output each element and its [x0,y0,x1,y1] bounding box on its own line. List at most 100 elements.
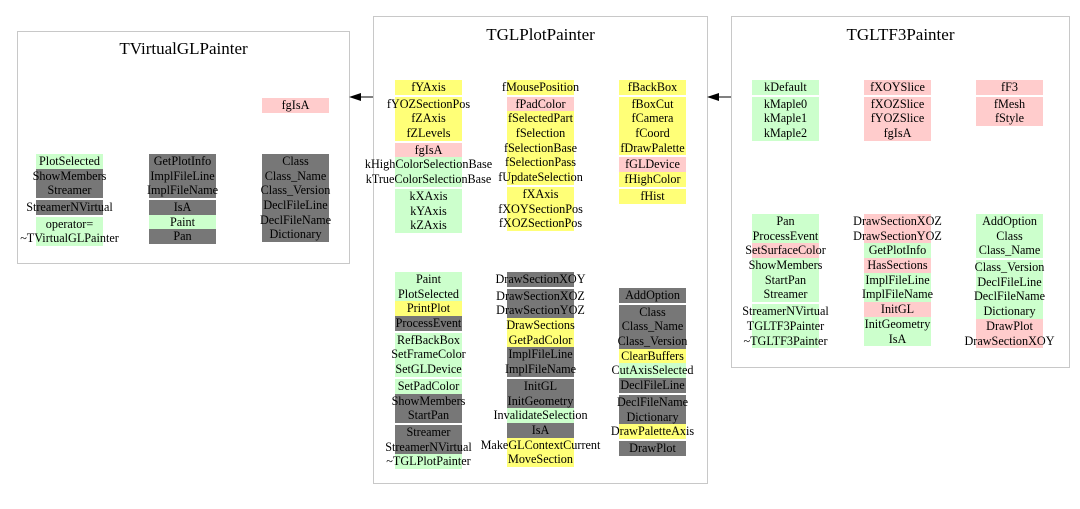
member-item[interactable]: Streamer [36,183,103,199]
member-item[interactable]: ImplFileName [147,183,218,199]
member-item[interactable]: Class_Name [619,319,686,335]
member-item[interactable]: ShowMembers [33,168,106,184]
member-item[interactable]: SetPadColor [395,378,462,394]
member-item[interactable]: fGLDevice [619,157,686,173]
member-item[interactable]: DrawSectionXOZ [496,288,585,304]
member-item[interactable]: Paint [395,272,462,287]
member-item[interactable]: kMaple0 [752,96,819,112]
member-item[interactable]: MakeGLContextCurrent [481,437,600,453]
member-item[interactable]: fSelectionPass [505,155,576,171]
member-item[interactable]: StreamerNVirtual [26,200,113,215]
member-item[interactable]: Streamer [395,424,462,440]
member-item[interactable]: GetPlotInfo [149,154,216,169]
member-item[interactable]: HasSections [864,258,931,273]
member-item[interactable]: PlotSelected [36,154,103,169]
member-item[interactable]: Class [262,154,329,169]
member-item[interactable]: ImplFileLine [149,168,216,184]
member-item[interactable]: kDefault [752,80,819,95]
member-item[interactable]: Streamer [752,287,819,303]
member-item[interactable]: ClearBuffers [619,348,686,364]
member-item[interactable]: Class_Version [261,183,330,199]
member-item[interactable]: fHighColor [619,172,686,187]
member-item[interactable]: fZLevels [395,126,462,141]
member-item[interactable]: SetSurfaceColor [745,243,826,259]
member-item[interactable]: fMesh [976,96,1043,112]
member-item[interactable]: fZAxis [395,111,462,127]
member-item[interactable]: CutAxisSelected [612,363,693,379]
member-item[interactable]: IsA [149,200,216,215]
member-item[interactable]: TGLTF3Painter [747,318,824,334]
member-item[interactable]: GetPadColor [507,332,574,348]
member-item[interactable]: AddOption [976,214,1043,229]
member-item[interactable]: ~TVirtualGLPainter [20,231,119,247]
member-item[interactable]: AddOption [619,288,686,303]
member-item[interactable]: fCamera [619,111,686,127]
member-item[interactable]: InvalidateSelection [493,408,588,423]
member-item[interactable]: PlotSelected [395,286,462,302]
member-item[interactable]: fUpdateSelection [498,170,583,185]
member-item[interactable]: DrawPlot [976,318,1043,334]
member-item[interactable]: fgIsA [262,98,329,113]
member-item[interactable]: DrawPaletteAxis [611,424,694,439]
member-item[interactable]: DeclFileLine [262,198,329,213]
member-item[interactable]: ShowMembers [749,258,822,273]
member-item[interactable]: StartPan [752,272,819,288]
member-item[interactable]: Dictionary [619,409,686,425]
member-item[interactable]: fXAxis [507,186,574,202]
member-item[interactable]: SetFrameColor [391,347,466,363]
member-item[interactable]: InitGeometry [507,393,574,409]
member-item[interactable]: ImplFileName [862,287,933,303]
member-item[interactable]: fXOZSectionPos [499,216,582,231]
member-item[interactable]: DrawSectionXOY [964,333,1055,349]
member-item[interactable]: Pan [149,229,216,245]
member-item[interactable]: Paint [149,214,216,230]
member-item[interactable]: DeclFileLine [619,378,686,393]
member-item[interactable]: fDrawPalette [619,140,686,156]
member-item[interactable]: kXAxis [395,188,462,204]
member-item[interactable]: Class_Version [618,334,687,349]
member-item[interactable]: RefBackBox [395,332,462,348]
member-item[interactable]: fPadColor [507,96,574,112]
member-item[interactable]: Dictionary [262,227,329,243]
member-item[interactable]: kMaple1 [752,111,819,127]
member-item[interactable]: DrawSectionYOZ [853,228,942,244]
member-item[interactable]: fMousePosition [502,80,579,95]
member-item[interactable]: fYOZSlice [864,111,931,127]
member-item[interactable]: ~TGLTF3Painter [744,333,828,349]
member-item[interactable]: ProcessEvent [395,316,462,331]
member-item[interactable]: kMaple2 [752,126,819,141]
member-item[interactable]: ImplFileLine [507,347,574,363]
member-item[interactable]: PrintPlot [395,301,462,317]
member-item[interactable]: ~TGLPlotPainter [386,454,471,469]
member-item[interactable]: InitGL [507,378,574,394]
member-item[interactable]: StreamerNVirtual [742,304,829,319]
member-item[interactable]: fSelectionBase [504,140,577,156]
member-item[interactable]: DeclFileName [974,289,1045,305]
member-item[interactable]: fSelection [507,126,574,141]
member-item[interactable]: DeclFileLine [976,274,1043,290]
member-item[interactable]: ImplFileName [505,362,576,377]
member-item[interactable]: InitGeometry [864,316,931,332]
member-item[interactable]: DrawPlot [619,440,686,456]
member-item[interactable]: fSelectedPart [507,111,574,127]
member-item[interactable]: fgIsA [864,126,931,141]
member-item[interactable]: DrawSectionXOZ [853,214,942,229]
member-item[interactable]: Class_Name [976,243,1043,259]
member-item[interactable]: Class_Version [975,260,1044,275]
member-item[interactable]: fXOYSlice [864,80,931,95]
member-item[interactable]: ShowMembers [392,393,465,409]
member-item[interactable]: IsA [507,422,574,438]
member-item[interactable]: ProcessEvent [752,228,819,244]
member-item[interactable]: IsA [864,331,931,347]
member-item[interactable]: operator= [36,216,103,232]
member-item[interactable]: kTrueColorSelectionBase [366,172,491,187]
member-item[interactable]: fYAxis [395,80,462,95]
member-item[interactable]: Class [976,228,1043,244]
member-item[interactable]: kZAxis [395,218,462,233]
member-item[interactable]: fYOZSectionPos [387,96,470,112]
member-item[interactable]: fF3 [976,80,1043,95]
member-item[interactable]: fHist [619,188,686,204]
member-item[interactable]: fBoxCut [619,96,686,112]
member-item[interactable]: ImplFileLine [864,272,931,288]
member-item[interactable]: DrawSectionXOY [495,272,586,287]
